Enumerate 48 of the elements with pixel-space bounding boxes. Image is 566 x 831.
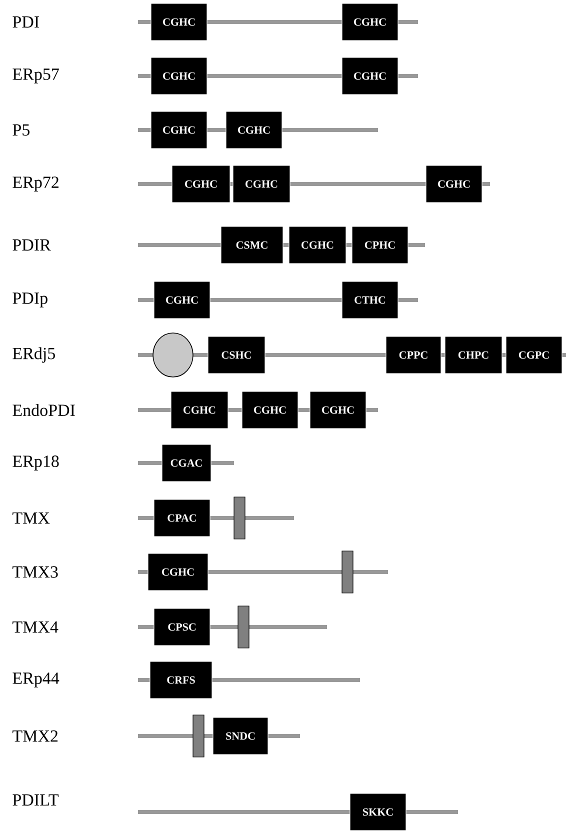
domain-box: CRFS: [150, 661, 212, 699]
transmembrane-bar: [192, 714, 204, 758]
domain-box: CPPC: [386, 336, 442, 374]
protein-name: TMX: [12, 512, 50, 524]
domain-box: CGHC: [242, 391, 298, 429]
domain-box: CHPC: [444, 336, 502, 374]
protein-name: TMX4: [12, 621, 58, 633]
domain-box: CGHC: [226, 111, 282, 149]
protein-name: EndoPDI: [12, 404, 75, 416]
domain-box: CGHC: [288, 226, 346, 264]
domain-box: CSMC: [220, 226, 284, 264]
protein-name: TMX2: [12, 730, 58, 742]
domain-box: CGHC: [150, 57, 208, 95]
protein-name: PDIp: [12, 292, 48, 308]
domain-box: CGHC: [150, 3, 208, 41]
transmembrane-bar: [234, 496, 246, 540]
protein-name: PDILT: [12, 794, 59, 806]
protein-name: ERp72: [12, 176, 58, 192]
domain-box: CGHC: [342, 3, 398, 41]
domain-box: CGHC: [310, 391, 366, 429]
domain-box: CPHC: [352, 226, 408, 264]
protein-name: TMX3: [12, 566, 58, 578]
domain-box: CGHC: [170, 391, 228, 429]
domain-box: SNDC: [212, 717, 268, 755]
domain-box: CGAC: [162, 444, 212, 482]
protein-name: ERp44: [12, 672, 60, 688]
protein-name: ERdj5: [12, 347, 55, 363]
domain-box: CPAC: [154, 499, 210, 537]
domain-box: CTHC: [342, 281, 398, 319]
domain-box: CGHC: [148, 553, 208, 591]
transmembrane-bar: [342, 550, 354, 594]
protein-name: PDIR: [12, 239, 51, 251]
protein-name: ERp18: [12, 456, 59, 470]
domain-box: CGHC: [150, 111, 208, 149]
protein-name: P5: [12, 124, 30, 136]
protein-name: PDI: [12, 16, 39, 28]
domain-box: CGHC: [154, 281, 210, 319]
domain-box: SKKC: [350, 793, 406, 831]
domain-box: CSHC: [208, 336, 266, 374]
protein-name: ERp57: [12, 68, 59, 84]
transmembrane-bar: [238, 606, 250, 648]
domain-box: CGHC: [232, 165, 290, 203]
domain-box: CGHC: [426, 165, 482, 203]
domain-box: CPSC: [154, 608, 210, 646]
domain-box: CGPC: [506, 336, 562, 374]
domain-box: CGHC: [342, 57, 398, 95]
domain-box: CGHC: [172, 165, 230, 203]
oval-domain: [152, 332, 194, 378]
